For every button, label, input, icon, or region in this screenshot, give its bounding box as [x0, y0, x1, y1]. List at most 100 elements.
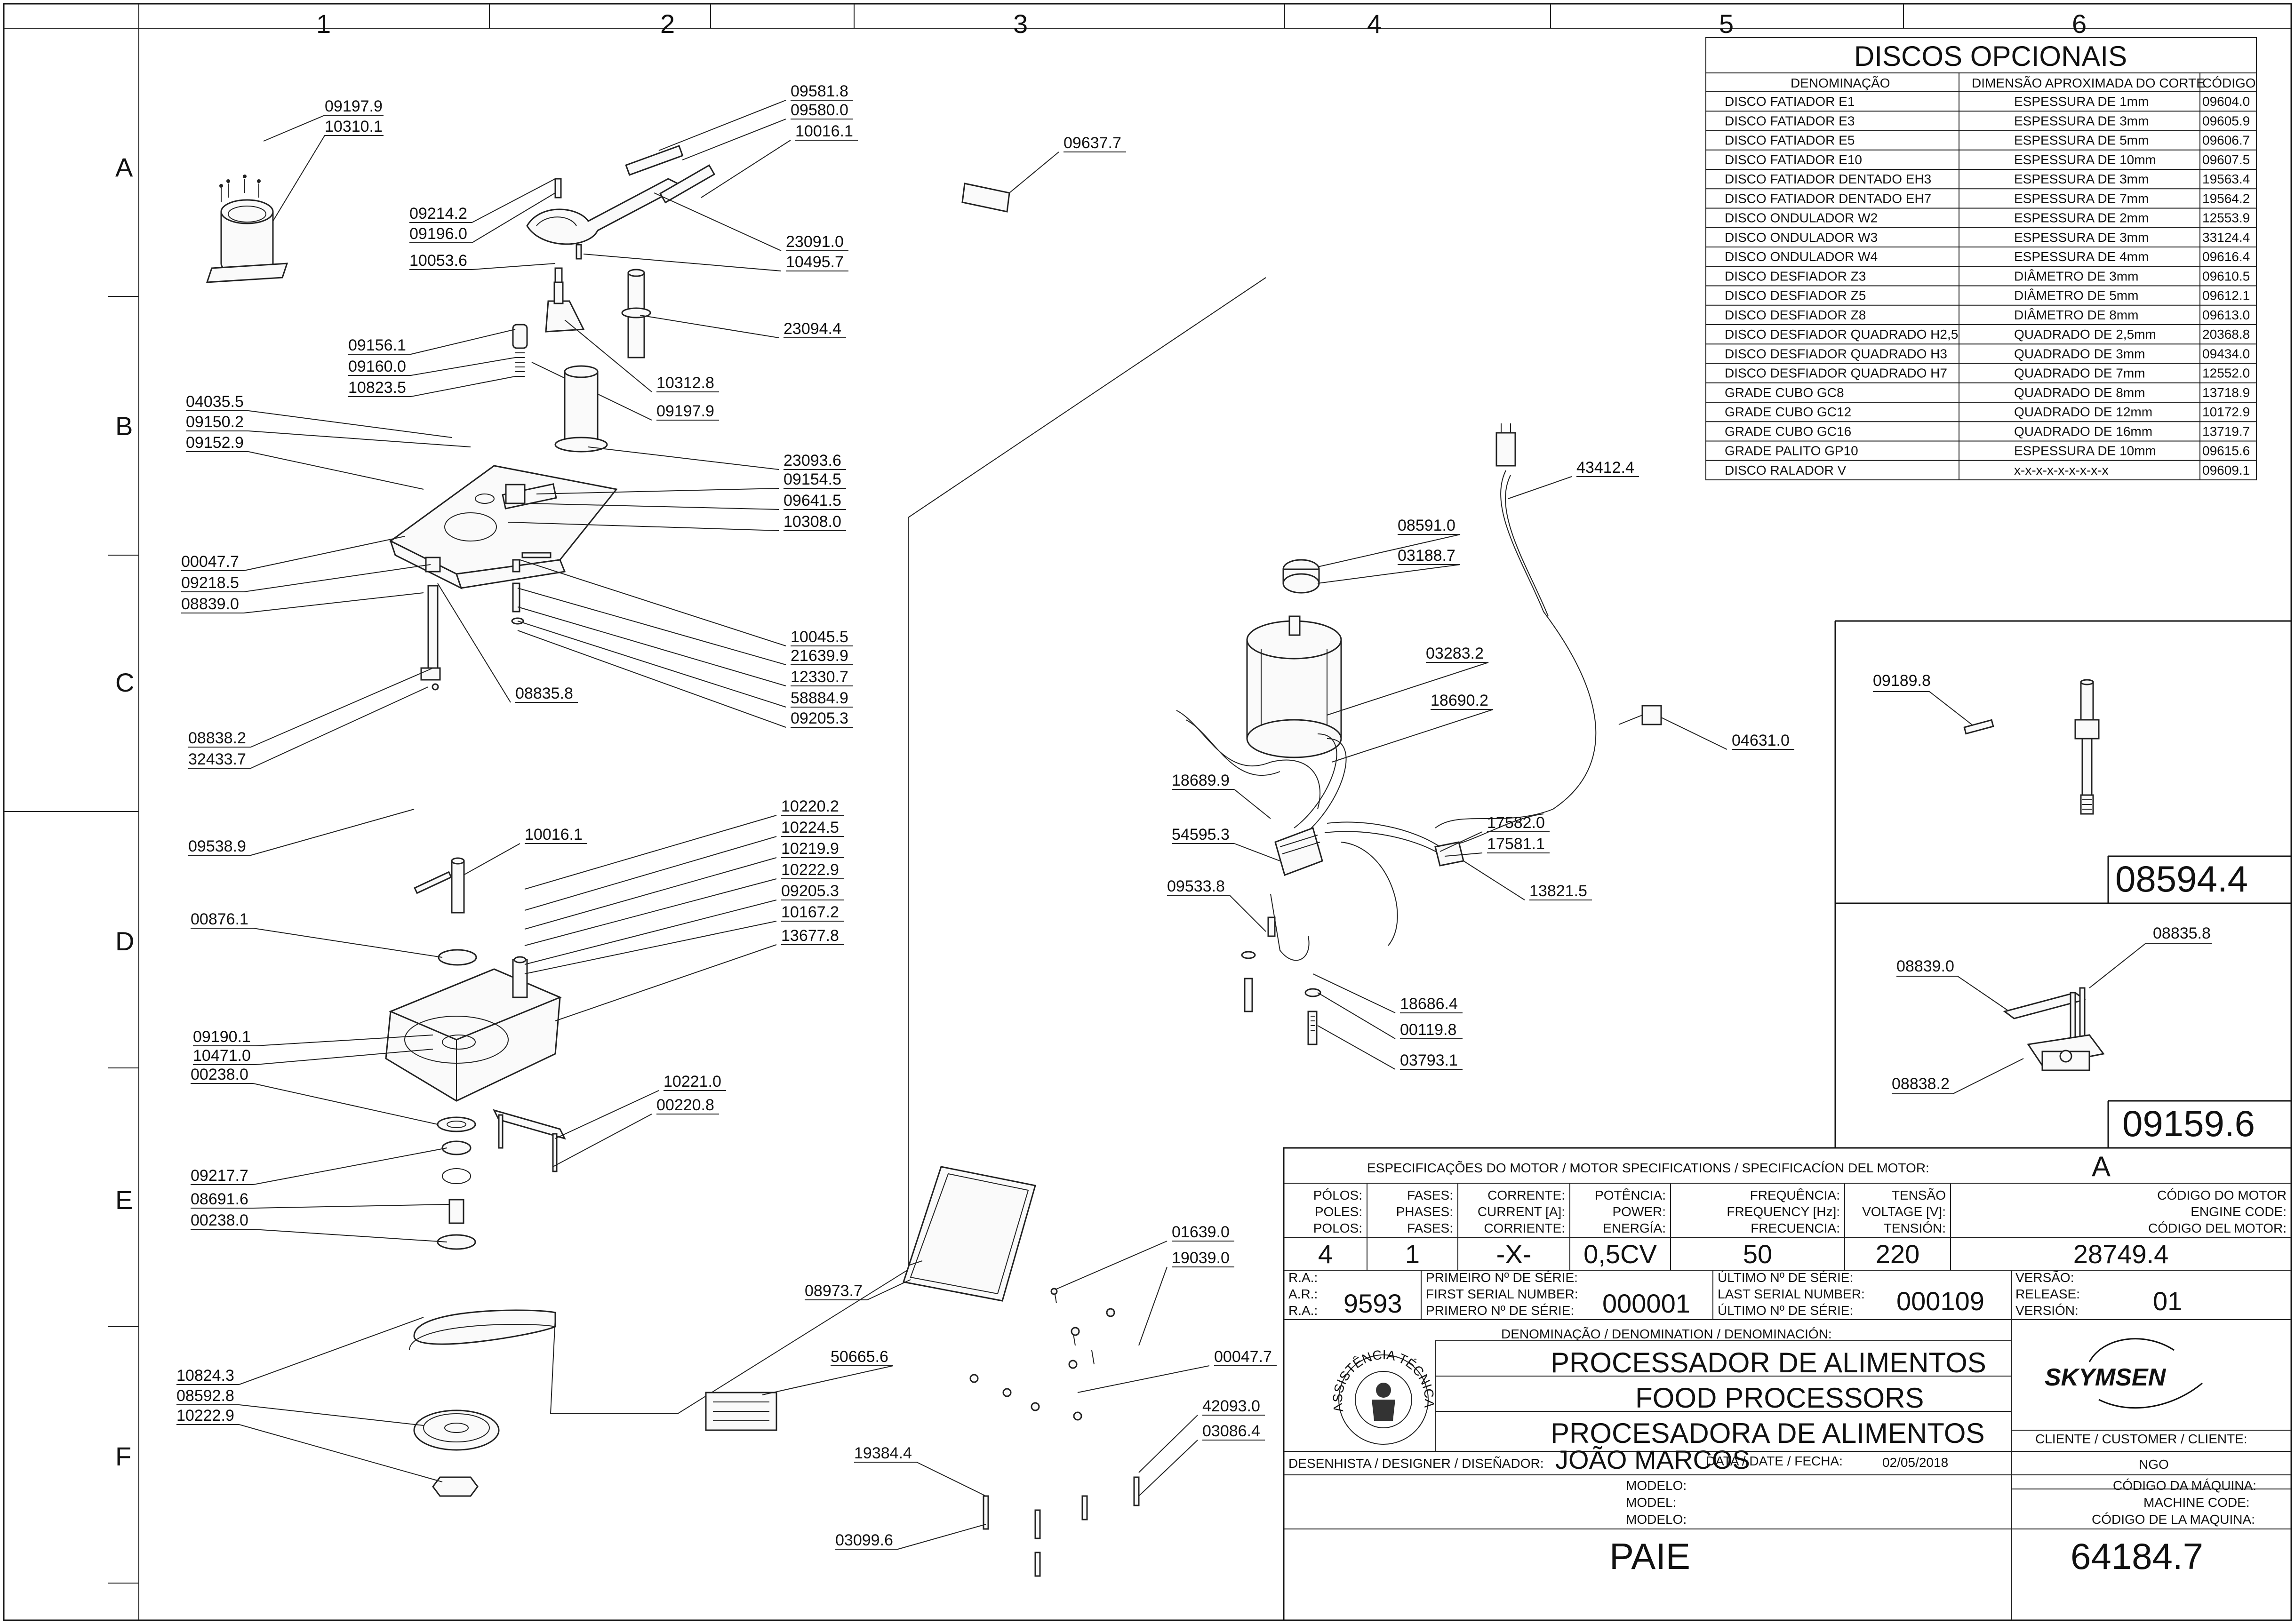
part-callout: 00238.0 [191, 1066, 248, 1083]
detail-label-08835: 08835.8 [2153, 924, 2211, 942]
part-callout: 43412.4 [1576, 459, 1634, 477]
part-callout: 10045.5 [791, 628, 848, 646]
disc-row-name: DISCO DESFIADOR Z3 [1725, 269, 1866, 283]
part-callout: 04035.5 [186, 393, 244, 411]
motor-spec-header-line: POLOS: [1313, 1221, 1362, 1235]
disc-row-name: DISCO DESFIADOR QUADRADO H7 [1725, 366, 1947, 381]
grid-col-4: 4 [1367, 9, 1382, 39]
callout-leader [1444, 852, 1483, 857]
disc-row-name: DISCO FATIADOR E3 [1725, 113, 1855, 128]
grid-col-5: 5 [1719, 9, 1734, 39]
part-callout: 00220.8 [656, 1096, 714, 1114]
disc-row-code: 09434.0 [2202, 346, 2250, 361]
part-callout: 04631.0 [1732, 732, 1790, 749]
part-callout: 03283.2 [1426, 645, 1484, 662]
disc-row-dimension: ESPESSURA DE 7mm [2014, 191, 2149, 206]
part-callout: 10016.1 [795, 122, 853, 140]
part-callout: 21639.9 [791, 647, 848, 665]
detail-label-08838: 08838.2 [1892, 1075, 1950, 1093]
callout-leader [1009, 151, 1059, 193]
motor-spec-header-line: TENSÃO [1892, 1188, 1946, 1202]
motor-spec-header-line: POLES: [1315, 1204, 1362, 1219]
part-callout: 54595.3 [1172, 826, 1230, 844]
callout-leader [1138, 1266, 1167, 1346]
motor-spec-value: 50 [1743, 1239, 1772, 1269]
part-callout: 10219.9 [781, 840, 839, 858]
part-callout: 08591.0 [1398, 517, 1455, 534]
callout-leader [1056, 1241, 1167, 1290]
part-callout: 09580.0 [791, 101, 848, 119]
callout-leader [410, 376, 516, 397]
part-callout: 09218.5 [181, 574, 239, 592]
part-callout: 18689.9 [1172, 772, 1230, 789]
callout-leader [524, 857, 777, 930]
disc-row-name: GRADE CUBO GC12 [1725, 405, 1851, 419]
disc-row-dimension: ESPESSURA DE 3mm [2014, 113, 2149, 128]
disc-row-dimension: x-x-x-x-x-x-x-x-x [2014, 463, 2109, 478]
callout-09197-top: 09197.9 [325, 97, 383, 115]
callout-leader [243, 536, 405, 571]
disc-row-code: 12553.9 [2202, 211, 2250, 225]
disc-row-code: 33124.4 [2202, 230, 2250, 245]
grid-row-c: C [115, 668, 134, 697]
callout-leader [524, 900, 777, 965]
brand-name: SKYMSEN [2045, 1364, 2167, 1391]
motor-spec-value: 4 [1318, 1239, 1333, 1269]
callout-leader [253, 1229, 448, 1242]
motor-spec-value: 0,5CV [1583, 1239, 1657, 1269]
part-callout: 10220.2 [781, 797, 839, 815]
drive-shaft-part [1963, 679, 2100, 815]
callout-leader [640, 315, 779, 338]
callout-leader [250, 809, 415, 856]
callout-leader [564, 319, 652, 392]
callout-leader [248, 451, 424, 490]
part-callout: 42093.0 [1202, 1397, 1260, 1415]
callout-leader [916, 1462, 986, 1497]
part-callout: 17582.0 [1487, 814, 1545, 832]
disc-row-code: 13718.9 [2202, 385, 2250, 400]
motor-spec-header-line: FASES: [1407, 1188, 1453, 1202]
part-callout: 10824.3 [176, 1367, 234, 1385]
part-callout: 10167.2 [781, 903, 839, 921]
discs-header-name: DENOMINAÇÃO [1791, 76, 1890, 90]
part-callout: 09197.9 [656, 402, 714, 420]
part-callout: 10471.0 [193, 1047, 251, 1065]
disc-row-code: 09615.6 [2202, 444, 2250, 458]
motor-spec-value: 1 [1405, 1239, 1420, 1269]
part-callout: 00119.8 [1400, 1021, 1456, 1039]
product-name-es: PROCESADORA DE ALIMENTOS [1551, 1417, 1984, 1449]
last-serial-label-3: ÚLTIMO Nº DE SÉRIE: [1718, 1303, 1853, 1318]
callout-leader [517, 621, 786, 708]
disc-row-name: DISCO DESFIADOR QUADRADO H2,5 [1725, 327, 1958, 342]
callout-leader [701, 140, 791, 198]
optional-discs-table: DISCOS OPCIONAIS DENOMINAÇÃO DIMENSÃO AP… [1705, 37, 2257, 480]
part-callout: 03188.7 [1398, 547, 1455, 565]
part-callout: 09533.8 [1167, 877, 1225, 895]
motor-spec-header-line: POWER: [1612, 1204, 1666, 1219]
callout-leader [555, 1090, 659, 1139]
motor-variant: A [2092, 1151, 2111, 1182]
detail-code-switch: 09159.6 [2122, 1103, 2255, 1144]
part-callout: 09152.9 [186, 434, 244, 452]
callout-leader [239, 1317, 424, 1385]
part-callout: 09205.3 [791, 709, 848, 727]
disc-row-name: DISCO FATIADOR E10 [1725, 152, 1862, 167]
part-callout: 32433.7 [188, 750, 246, 768]
motor-spec-header-line: PÓLOS: [1313, 1188, 1362, 1202]
part-callout: 10016.1 [525, 826, 583, 844]
motor-spec-header-line: FASES: [1407, 1221, 1453, 1235]
designer-label: DESENHISTA / DESIGNER / DISEÑADOR: [1288, 1456, 1543, 1471]
part-callout: 10823.5 [348, 379, 406, 397]
callout-leader [517, 588, 786, 665]
callout-leader [1234, 843, 1280, 861]
part-callout: 03099.6 [835, 1531, 893, 1549]
disc-row-name: DISCO FATIADOR E1 [1725, 94, 1855, 109]
disc-row-code: 19564.2 [2202, 191, 2250, 206]
callout-leader [1317, 534, 1461, 567]
callout-leader [1138, 1440, 1198, 1497]
disc-row-dimension: DIÂMETRO DE 5mm [2014, 288, 2138, 303]
callout-leader [253, 1204, 450, 1209]
disc-row-dimension: ESPESSURA DE 2mm [2014, 211, 2149, 225]
part-callout: 00047.7 [1214, 1348, 1272, 1366]
